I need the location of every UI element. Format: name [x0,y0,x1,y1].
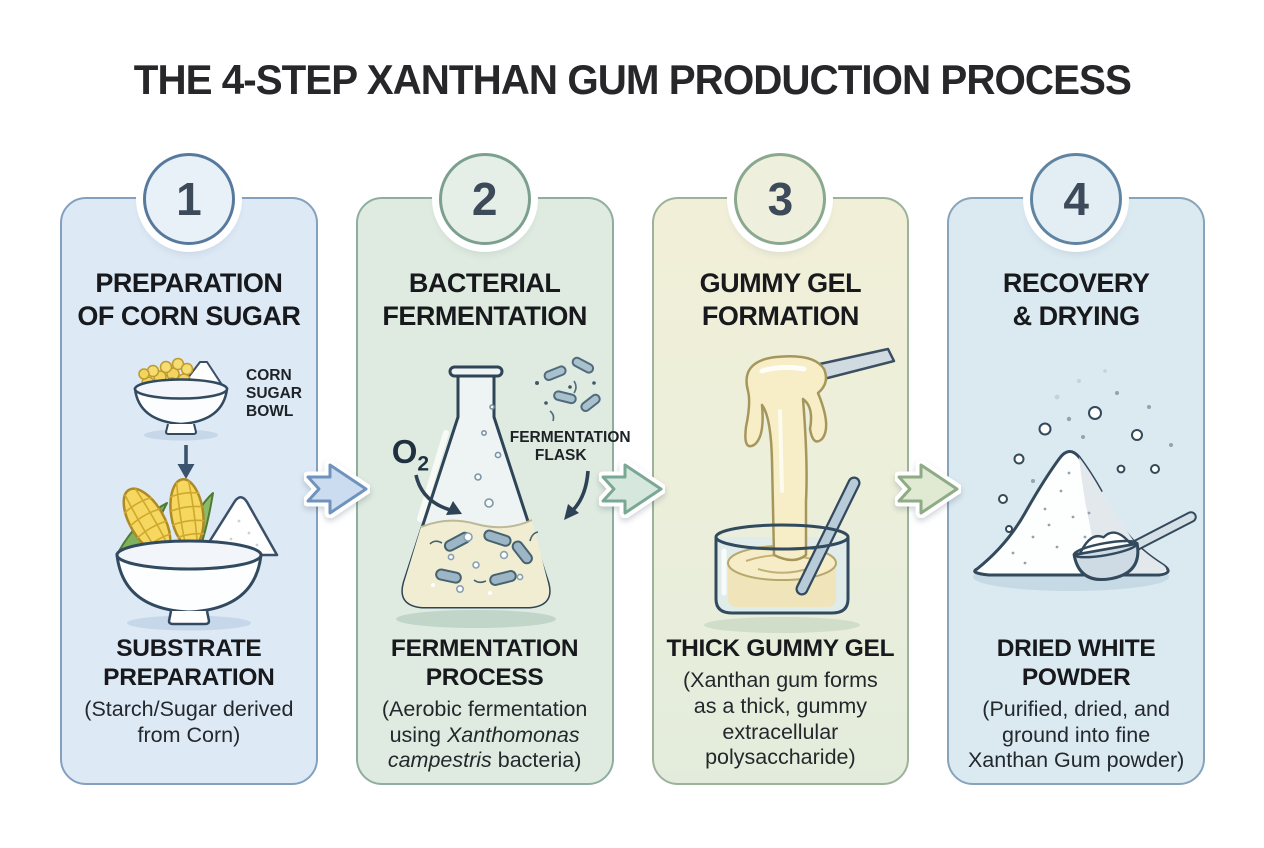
step-4-number-badge: 4 [1030,153,1123,245]
step-2-heading: BACTERIAL FERMENTATION [382,268,587,331]
down-arrow-icon [177,445,195,479]
substrate-bowl-icon [115,478,279,631]
white-powder-icon [973,369,1197,591]
step-4-caption: DRIED WHITE POWDER (Purified, dried, and… [957,635,1195,774]
step-3-illustration [654,341,908,633]
corn-sugar-bowl-label: CORN SUGAR BOWL [246,367,302,420]
arrow-step2-to-step3-icon [599,460,665,518]
step-card-4: 4 RECOVERY & DRYING [947,153,1205,785]
step-4-illustration [949,341,1203,633]
step-2-caption-title: FERMENTATION PROCESS [390,635,579,691]
step-card-3: 3 GUMMY GEL FORMATION [651,153,910,785]
step-2-number-badge: 2 [438,153,531,245]
step-4-caption-title: DRIED WHITE POWDER [996,635,1156,691]
step-1-illustration: CORN SUGAR BOWL [62,341,316,633]
arrow-step3-to-step4-icon [895,460,961,518]
step-card-2: 2 BACTERIAL FERMENTATION [355,153,631,785]
step-1-heading: PREPARATION OF CORN SUGAR [77,268,301,331]
step-2-illustration: O2 FERMENTATION FLASK [358,341,631,633]
o2-label: O2 [391,433,430,476]
gummy-gel-icon [703,347,895,633]
step-1-caption-title: SUBSTRATE PREPARATION [103,635,275,691]
step-4-caption-detail: (Purified, dried, and ground into fine X… [967,696,1185,773]
step-1-caption: SUBSTRATE PREPARATION (Starch/Sugar deri… [70,635,308,748]
step-card-1: 1 PREPARATION OF CORN SUGAR [60,153,318,785]
step-1-caption-detail: (Starch/Sugar derived from Corn) [84,696,294,747]
arrow-step1-to-step2-icon [304,460,370,518]
step-3-number-badge: 3 [734,153,827,245]
step-2-caption-detail: (Aerobic fermentation using Xanthomonas … [381,696,588,773]
step-3-caption-detail: (Xanthan gum forms as a thick, gummy ext… [682,667,878,770]
corn-sugar-bowl-icon [133,357,229,441]
step-4-heading: RECOVERY & DRYING [1002,268,1150,331]
step-1-number-badge: 1 [142,153,235,245]
fermentation-flask-icon [395,356,601,628]
steps-row: 1 PREPARATION OF CORN SUGAR [60,153,1205,785]
step-3-caption: THICK GUMMY GEL (Xanthan gum forms as a … [662,635,900,771]
step-2-caption: FERMENTATION PROCESS (Aerobic fermentati… [366,635,604,774]
step-3-heading: GUMMY GEL FORMATION [699,268,862,331]
step-3-caption-title: THICK GUMMY GEL [666,635,895,662]
page-title: THE 4-STEP XANTHAN GUM PRODUCTION PROCES… [133,56,1131,103]
fermentation-flask-label: FERMENTATION FLASK [509,429,631,464]
